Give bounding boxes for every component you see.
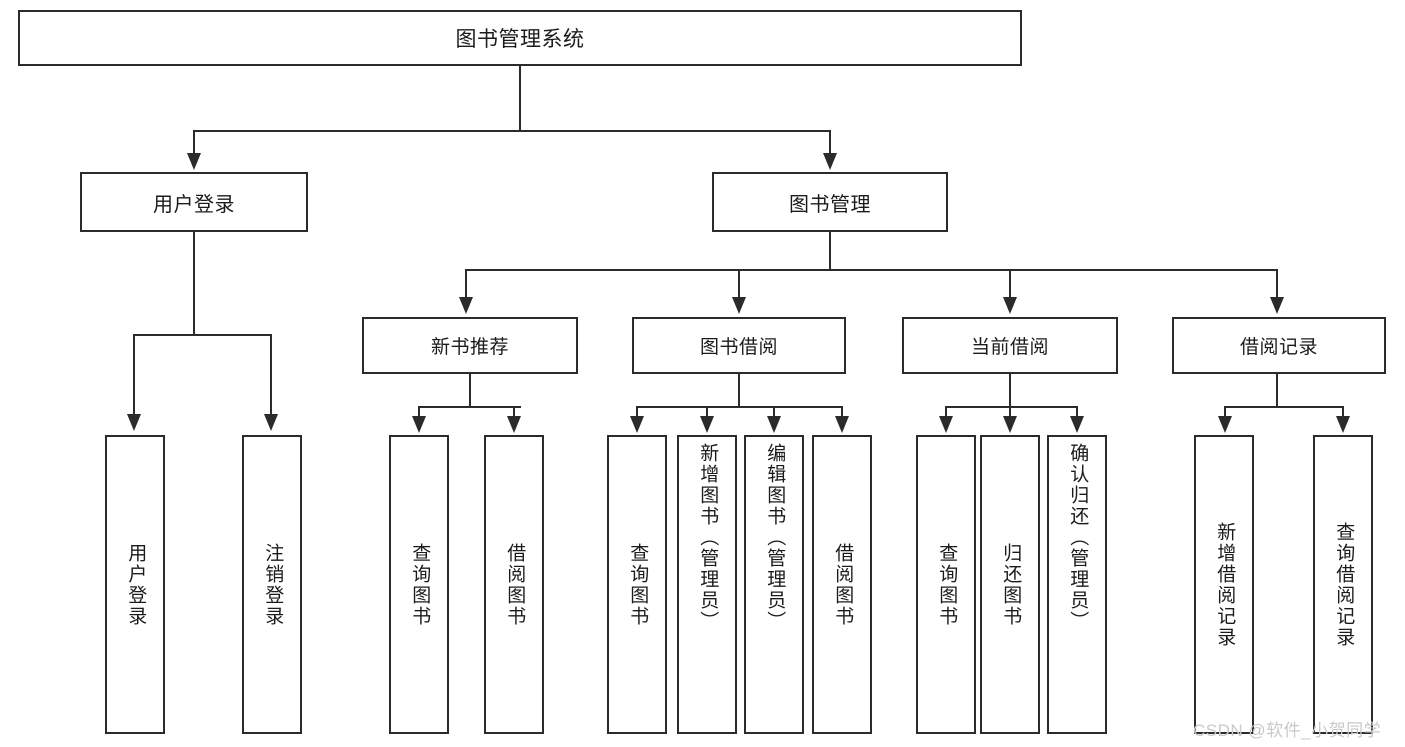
node-label: 归还图书	[1000, 542, 1022, 627]
connector-cb-stem	[1009, 374, 1011, 407]
connector-bb-drop-2	[706, 406, 708, 418]
node-label: 确认归还（管理员）	[1067, 443, 1089, 632]
connector-bb-drop-4	[841, 406, 843, 418]
connector-nbr-stem	[469, 374, 471, 407]
node-label: 新增借阅记录	[1214, 521, 1236, 648]
connector-root-to-user-login	[193, 130, 195, 155]
connector-nbr-drop-2	[513, 406, 515, 418]
node-label: 查询图书	[936, 542, 958, 627]
node-label: 新增图书（管理员）	[697, 443, 719, 632]
arrowhead-book-borrow	[732, 297, 746, 314]
arrowhead-current-borrow	[1003, 297, 1017, 314]
arrowhead-cur-return-book	[1003, 416, 1017, 433]
connector-bb-bus	[636, 406, 842, 408]
arrowhead-rec-query-book	[412, 416, 426, 433]
node-borrow-add-book[interactable]: 新增图书（管理员）	[677, 435, 737, 734]
node-borrow-record[interactable]: 借阅记录	[1172, 317, 1386, 374]
node-label: 图书管理	[789, 193, 871, 216]
connector-cb-drop-2	[1009, 406, 1011, 418]
node-label: 查询图书	[409, 542, 431, 627]
arrowhead-rec-query-record	[1336, 416, 1350, 433]
connector-nbr-drop-1	[418, 406, 420, 418]
connector-user-login-drop-1	[133, 334, 135, 416]
node-user-login[interactable]: 用户登录	[80, 172, 308, 232]
node-book-manage[interactable]: 图书管理	[712, 172, 948, 232]
arrowhead-user-login	[187, 153, 201, 170]
node-cur-query-book[interactable]: 查询图书	[916, 435, 976, 734]
node-label: 注销登录	[262, 542, 284, 627]
connector-book-manage-stem	[829, 232, 831, 270]
connector-book-manage-bus	[465, 269, 1277, 271]
connector-user-login-drop-2	[270, 334, 272, 416]
watermark-text: CSDN @软件_小贺同学	[1193, 721, 1382, 740]
node-label: 用户登录	[153, 193, 235, 216]
connector-bm-drop-2	[738, 269, 740, 299]
arrowhead-cur-confirm-return	[1070, 416, 1084, 433]
node-label: 图书管理系统	[455, 28, 585, 51]
arrowhead-rec-add-record	[1218, 416, 1232, 433]
connector-bb-stem	[738, 374, 740, 407]
node-cur-confirm-return[interactable]: 确认归还（管理员）	[1047, 435, 1107, 734]
arrowhead-user-login-leaf	[127, 414, 141, 431]
arrowhead-user-logout-leaf	[264, 414, 278, 431]
node-book-borrow[interactable]: 图书借阅	[632, 317, 846, 374]
node-new-book-rec[interactable]: 新书推荐	[362, 317, 578, 374]
node-borrow-lend-book[interactable]: 借阅图书	[812, 435, 872, 734]
node-rec-borrow-book[interactable]: 借阅图书	[484, 435, 544, 734]
connector-cb-drop-1	[945, 406, 947, 418]
connector-bm-drop-3	[1009, 269, 1011, 299]
connector-br-drop-1	[1224, 406, 1226, 418]
arrowhead-new-book-rec	[459, 297, 473, 314]
arrowhead-borrow-query-book	[630, 416, 644, 433]
node-label: 借阅图书	[832, 542, 854, 627]
connector-root-to-book-manage	[829, 130, 831, 155]
arrowhead-borrow-edit-book	[767, 416, 781, 433]
node-rec-add-record[interactable]: 新增借阅记录	[1194, 435, 1254, 734]
node-borrow-query-book[interactable]: 查询图书	[607, 435, 667, 734]
node-label: 查询借阅记录	[1333, 521, 1355, 648]
arrowhead-rec-borrow-book	[507, 416, 521, 433]
connector-root-bus	[193, 130, 831, 132]
node-borrow-edit-book[interactable]: 编辑图书（管理员）	[744, 435, 804, 734]
node-label: 新书推荐	[430, 337, 509, 358]
arrowhead-cur-query-book	[939, 416, 953, 433]
node-label: 图书借阅	[699, 337, 778, 358]
connector-bb-drop-1	[636, 406, 638, 418]
connector-user-login-bus	[133, 334, 271, 336]
node-label: 编辑图书（管理员）	[764, 443, 786, 632]
arrowhead-book-manage	[823, 153, 837, 170]
connector-bm-drop-1	[465, 269, 467, 299]
connector-br-bus	[1224, 406, 1343, 408]
csdn-watermark: CSDN @软件_小贺同学	[1193, 716, 1381, 741]
arrowhead-borrow-add-book	[700, 416, 714, 433]
arrowhead-borrow-lend-book	[835, 416, 849, 433]
arrowhead-borrow-record	[1270, 297, 1284, 314]
connector-br-drop-2	[1342, 406, 1344, 418]
node-label: 查询图书	[627, 542, 649, 627]
connector-user-login-stem	[193, 232, 195, 335]
node-rec-query-record[interactable]: 查询借阅记录	[1313, 435, 1373, 734]
connector-cb-bus	[945, 406, 1078, 408]
node-label: 用户登录	[125, 542, 147, 627]
node-current-borrow[interactable]: 当前借阅	[902, 317, 1118, 374]
connector-root-stem	[519, 66, 521, 131]
node-user-logout-leaf[interactable]: 注销登录	[242, 435, 302, 734]
node-cur-return-book[interactable]: 归还图书	[980, 435, 1040, 734]
node-label: 借阅记录	[1239, 337, 1318, 358]
connector-br-stem	[1276, 374, 1278, 407]
node-rec-query-book[interactable]: 查询图书	[389, 435, 449, 734]
connector-bb-drop-3	[773, 406, 775, 418]
connector-bm-drop-4	[1276, 269, 1278, 299]
node-root-library-system[interactable]: 图书管理系统	[18, 10, 1022, 66]
connector-cb-drop-3	[1076, 406, 1078, 418]
node-label: 当前借阅	[970, 337, 1049, 358]
node-label: 借阅图书	[504, 542, 526, 627]
connector-nbr-bus	[418, 406, 521, 408]
node-user-login-leaf[interactable]: 用户登录	[105, 435, 165, 734]
